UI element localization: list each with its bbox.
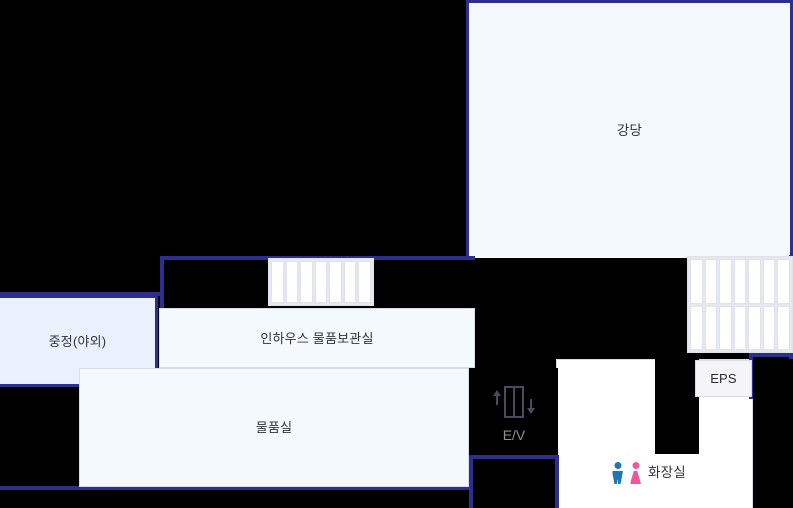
room-eps-label: EPS xyxy=(710,371,737,386)
stair-tread xyxy=(690,259,703,304)
stair-tread xyxy=(777,305,790,350)
stair-tread xyxy=(704,305,718,350)
room-storage-label: 물품실 xyxy=(255,420,293,435)
elevator-icon xyxy=(491,385,537,424)
room-courtyard-label: 중정(야외) xyxy=(48,333,107,349)
restroom-notch xyxy=(655,358,699,454)
stair-tread xyxy=(748,259,761,304)
stair-tread xyxy=(762,259,776,304)
room-inhouse-storage[interactable]: 인하우스 물품보관실 xyxy=(159,308,475,368)
room-auditorium[interactable]: 강당 xyxy=(466,0,793,258)
stairs-right[interactable] xyxy=(687,256,793,353)
room-auditorium-label: 강당 xyxy=(616,122,643,138)
stair-tread xyxy=(300,261,313,303)
wall-elevator-top xyxy=(469,455,559,459)
stair-tread xyxy=(271,261,284,303)
stair-tread xyxy=(777,259,790,304)
female-figure-icon xyxy=(630,462,641,484)
wall-eps-top xyxy=(749,353,793,357)
wall-inhouse-left xyxy=(160,256,164,308)
stair-tread xyxy=(690,305,703,350)
stair-tread xyxy=(719,305,732,350)
stair-tread xyxy=(343,261,357,303)
stair-tread xyxy=(719,259,732,304)
stair-tread xyxy=(748,305,761,350)
room-eps[interactable]: EPS xyxy=(695,360,752,397)
room-inhouse-storage-label: 인하우스 물품보관실 xyxy=(260,330,374,346)
elevator[interactable]: E/V xyxy=(470,368,558,458)
stair-tread xyxy=(733,259,747,304)
stair-tread xyxy=(285,261,299,303)
room-storage[interactable]: 물품실 xyxy=(79,368,469,487)
wall-elevator-left xyxy=(469,455,473,508)
stair-tread xyxy=(358,261,371,303)
room-restroom-label: 화장실 xyxy=(648,465,686,481)
wall-storage-bottom xyxy=(0,486,470,490)
wall-courtyard-top xyxy=(0,292,162,296)
male-figure-icon xyxy=(612,462,623,484)
stair-tread xyxy=(733,305,747,350)
stair-tread xyxy=(762,305,776,350)
stair-tread xyxy=(329,261,342,303)
elevator-label: E/V xyxy=(502,426,526,443)
stairs-left[interactable] xyxy=(268,258,374,306)
restroom-sign: 화장실 xyxy=(612,462,686,484)
stair-tread xyxy=(314,261,328,303)
stair-tread xyxy=(704,259,718,304)
wall-restroom-left xyxy=(555,458,559,508)
